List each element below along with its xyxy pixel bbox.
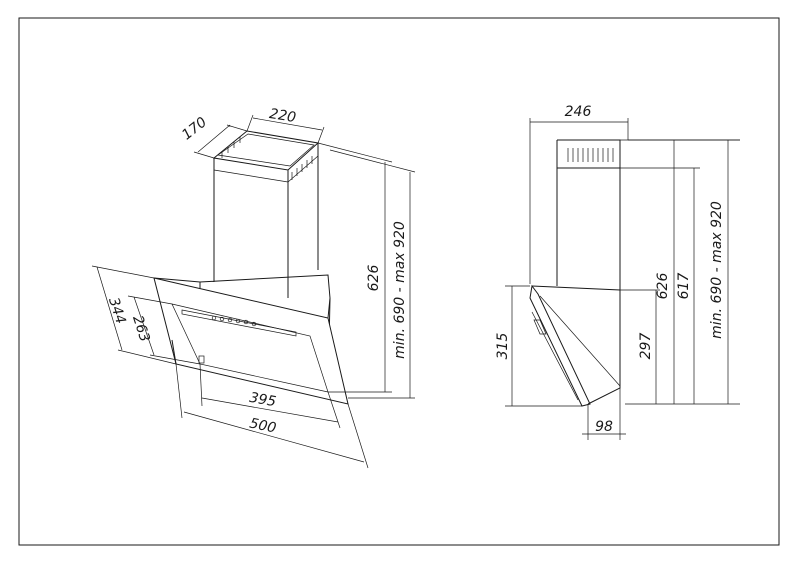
- side-hood-top: [531, 285, 621, 405]
- label-bottom-depth: 98: [595, 419, 613, 435]
- label-chimney-height: 626: [366, 265, 382, 292]
- dim-line-glass-width: [199, 363, 341, 429]
- dim-line-hood-width: [175, 363, 369, 469]
- label-chimney-width: 220: [268, 106, 297, 126]
- label-side-total-height: min. 690 - max 920: [709, 201, 725, 339]
- label-hood-height: 315: [495, 333, 511, 360]
- dim-line-glass-depth: [127, 295, 201, 365]
- side-chimney-vents: [567, 148, 614, 162]
- side-dim-glass-height: [620, 289, 660, 404]
- dim-line-total-height: [329, 149, 416, 399]
- label-hood-depth: 344: [105, 296, 128, 326]
- label-top-depth: 246: [565, 104, 592, 120]
- chimney-body: [212, 130, 320, 298]
- side-dim-total-height: [628, 139, 740, 404]
- dim-line-hood-depth: [91, 265, 177, 365]
- control-strip: [181, 309, 297, 337]
- control-buttons: [211, 315, 257, 327]
- label-glass-width: 395: [248, 390, 277, 410]
- label-height-617: 617: [676, 273, 692, 300]
- dim-line-chimney-depth: [193, 124, 248, 159]
- dim-line-chimney-width: [246, 114, 325, 144]
- isometric-view: 220 170 626 min. 690 - max 920 344 263 3…: [91, 106, 416, 469]
- drawing-frame: [18, 17, 780, 546]
- chimney-top-lip: [217, 133, 315, 167]
- chimney-vents: [213, 137, 319, 183]
- side-chimney: [556, 139, 621, 290]
- side-dim-617: [620, 167, 700, 404]
- hood-side-edge: [171, 297, 331, 365]
- side-hood-inner: [531, 295, 621, 401]
- label-side-chimney-height: 626: [655, 273, 671, 300]
- grease-filter-tab: [198, 355, 205, 364]
- side-view: 246 626 617 min. 690 - max 920 315 297 9…: [495, 104, 740, 440]
- side-dim-hood-height: [505, 285, 582, 407]
- side-hood-glass: [529, 284, 591, 407]
- dim-line-chimney-height: [317, 142, 393, 393]
- label-hood-width: 500: [248, 415, 278, 436]
- glass-panel-outer: [153, 277, 349, 405]
- label-glass-height: 297: [638, 333, 654, 360]
- side-dim-top-depth: [529, 118, 629, 284]
- label-glass-depth: 263: [129, 314, 152, 344]
- label-chimney-depth: 170: [179, 114, 210, 143]
- label-total-height: min. 690 - max 920: [392, 221, 408, 359]
- side-dim-bottom-depth: [582, 388, 626, 440]
